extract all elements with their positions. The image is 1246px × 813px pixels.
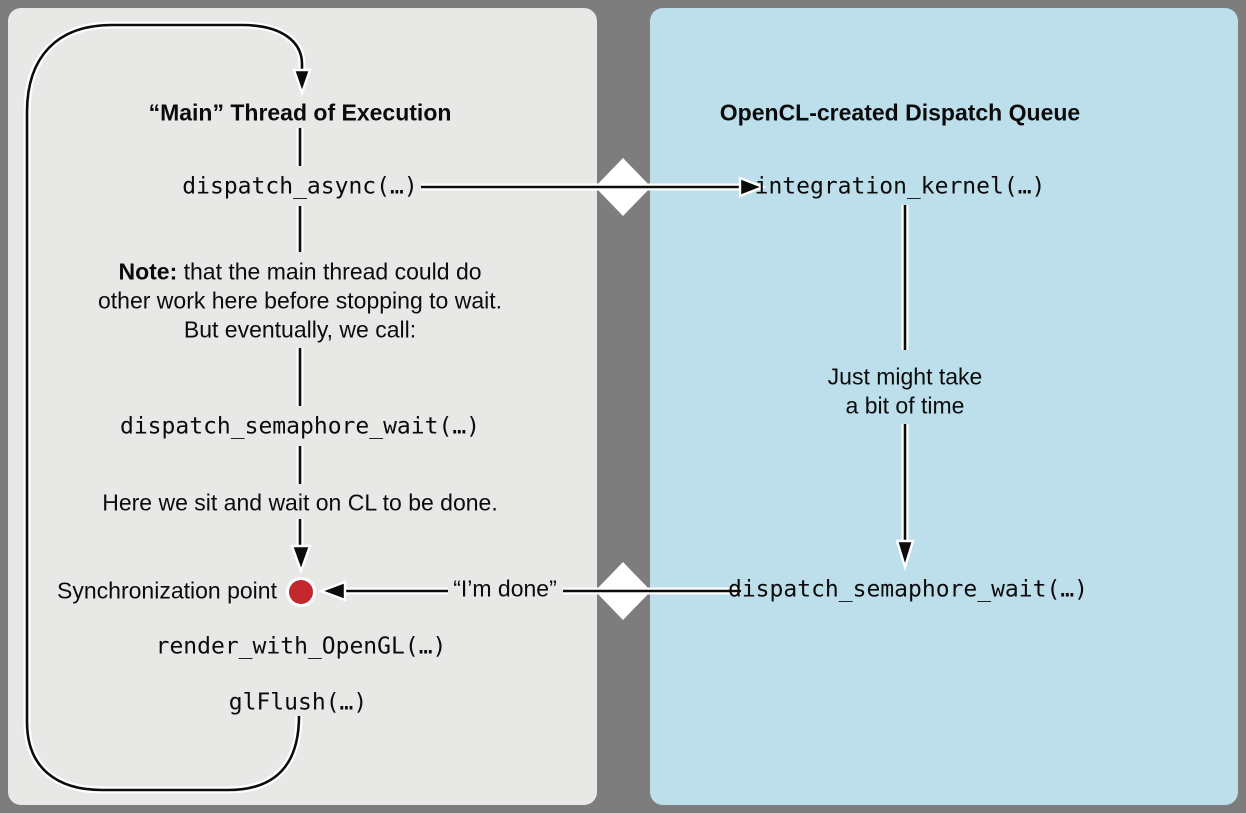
time-caption-line-2: a bit of time	[845, 392, 965, 419]
time-to-semaphore-arrow	[895, 424, 915, 572]
loop-arrowhead-icon	[292, 68, 312, 97]
note-line-2: other work here before stopping to wait.	[97, 287, 503, 314]
caption-to-sync-arrow	[290, 519, 312, 575]
main-thread-title: “Main” Thread of Execution	[148, 99, 452, 126]
glflush-call: glFlush(…)	[228, 689, 368, 716]
dispatch-queue-panel	[650, 8, 1238, 805]
semaphore-arrowhead-icon	[895, 539, 915, 572]
integration-kernel-call: integration_kernel(…)	[754, 173, 1046, 200]
sync-point-label: Synchronization point	[57, 577, 277, 604]
im-done-label: “I’m done”	[453, 575, 557, 602]
note-bold-prefix: Note:	[118, 258, 178, 285]
dispatch-queue-title: OpenCL-created Dispatch Queue	[719, 99, 1081, 126]
note-line-1-rest: that the main thread could do	[177, 258, 482, 285]
async-to-kernel-arrow	[421, 176, 767, 198]
note-line-1: Note: that the main thread could do	[118, 258, 482, 285]
dispatch-semaphore-wait-call-main: dispatch_semaphore_wait(…)	[119, 413, 481, 440]
dispatch-async-call: dispatch_async(…)	[182, 173, 418, 200]
sync-point-dot-icon	[286, 577, 316, 607]
im-done-arrowhead-icon	[317, 580, 347, 602]
render-with-opengl-call: render_with_OpenGL(…)	[155, 633, 447, 660]
note-line-3: But eventually, we call:	[183, 316, 417, 343]
kernel-arrowhead-icon	[738, 176, 767, 198]
sync-arrowhead-icon	[290, 544, 312, 575]
wait-caption: Here we sit and wait on CL to be done.	[102, 489, 498, 516]
im-done-arrow	[317, 580, 741, 602]
time-caption-line-1: Just might take	[827, 363, 983, 390]
dispatch-semaphore-wait-call-queue: dispatch_semaphore_wait(…)	[727, 576, 1089, 603]
main-thread-loop-arrow	[23, 21, 312, 794]
